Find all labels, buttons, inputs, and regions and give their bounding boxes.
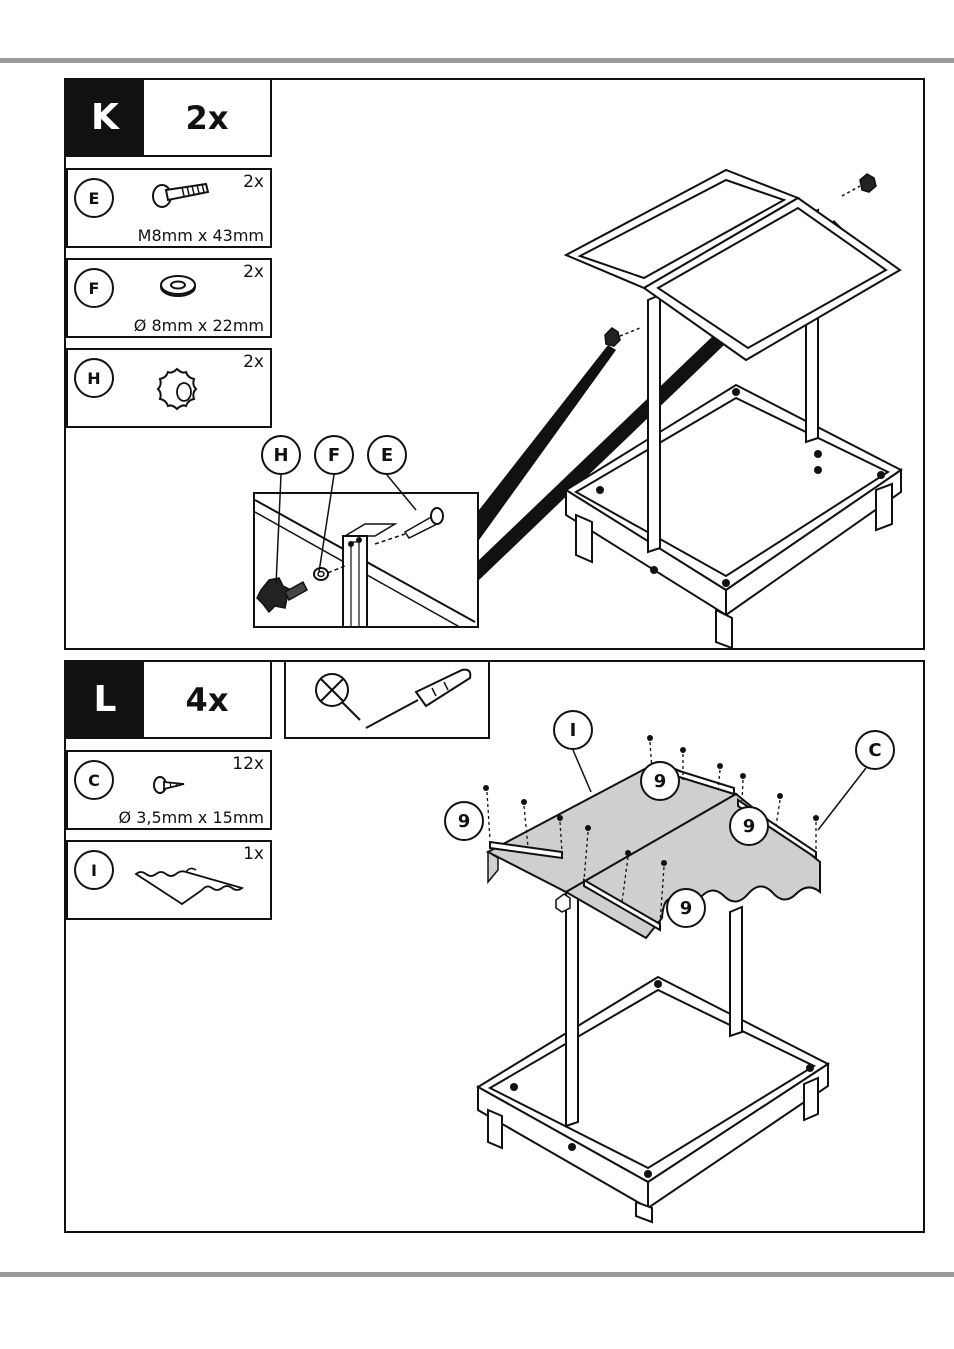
part-h-card: H 2x — [66, 348, 272, 428]
part-id-badge: F — [74, 268, 114, 308]
part-id-badge: I — [74, 850, 114, 890]
hardware-detail-inset — [253, 492, 479, 628]
callout-e: E — [367, 435, 407, 475]
bottom-rule — [0, 1272, 954, 1277]
part-id-badge: E — [74, 178, 114, 218]
callout-h: H — [261, 435, 301, 475]
star-knob-icon — [156, 367, 198, 411]
sandbox-roof-assembly-k — [563, 168, 903, 650]
step-letter: K — [66, 80, 144, 155]
screwdriver-icon — [315, 668, 472, 729]
detail-illustration — [255, 499, 476, 626]
tool-box — [284, 660, 490, 739]
part-e-card: E 2x M8mm x 43mm — [66, 168, 272, 248]
top-rule — [0, 58, 954, 63]
part-qty: 1x — [243, 844, 264, 864]
step-count: 4x — [185, 680, 229, 719]
part-qty: 2x — [243, 262, 264, 282]
part-dimension: M8mm x 43mm — [137, 226, 264, 245]
step-k-panel: K 2x E 2x M8mm x 43mm F 2x Ø 8mm x 22mm … — [64, 78, 925, 650]
part-dimension: Ø 8mm x 22mm — [133, 316, 264, 335]
part-qty: 12x — [232, 754, 264, 774]
screw-icon — [153, 776, 185, 794]
callout-9-left: 9 — [444, 801, 484, 841]
callout-c: C — [855, 730, 895, 770]
step-k-header: K 2x — [64, 78, 272, 157]
step-l-panel: L 4x C 12x Ø 3,5mm x 15mm I 1x — [64, 660, 925, 1233]
step-l-header: L 4x — [64, 660, 272, 739]
part-id-badge: C — [74, 760, 114, 800]
callout-9-right: 9 — [729, 806, 769, 846]
callout-9-top: 9 — [640, 761, 680, 801]
callout-9-bottom: 9 — [666, 888, 706, 928]
step-letter: L — [66, 662, 144, 737]
step-count: 2x — [185, 98, 229, 137]
canopy-fabric-icon — [134, 867, 244, 906]
part-qty: 2x — [243, 352, 264, 372]
part-c-card: C 12x Ø 3,5mm x 15mm — [66, 750, 272, 830]
part-qty: 2x — [243, 172, 264, 192]
callout-i: I — [553, 710, 593, 750]
part-f-card: F 2x Ø 8mm x 22mm — [66, 258, 272, 338]
part-dimension: Ø 3,5mm x 15mm — [118, 808, 264, 827]
part-id-badge: H — [74, 358, 114, 398]
callout-f: F — [314, 435, 354, 475]
part-i-card: I 1x — [66, 840, 272, 920]
bolt-icon — [152, 182, 210, 208]
callout-leaders-l — [572, 749, 867, 831]
washer-icon — [160, 275, 196, 297]
